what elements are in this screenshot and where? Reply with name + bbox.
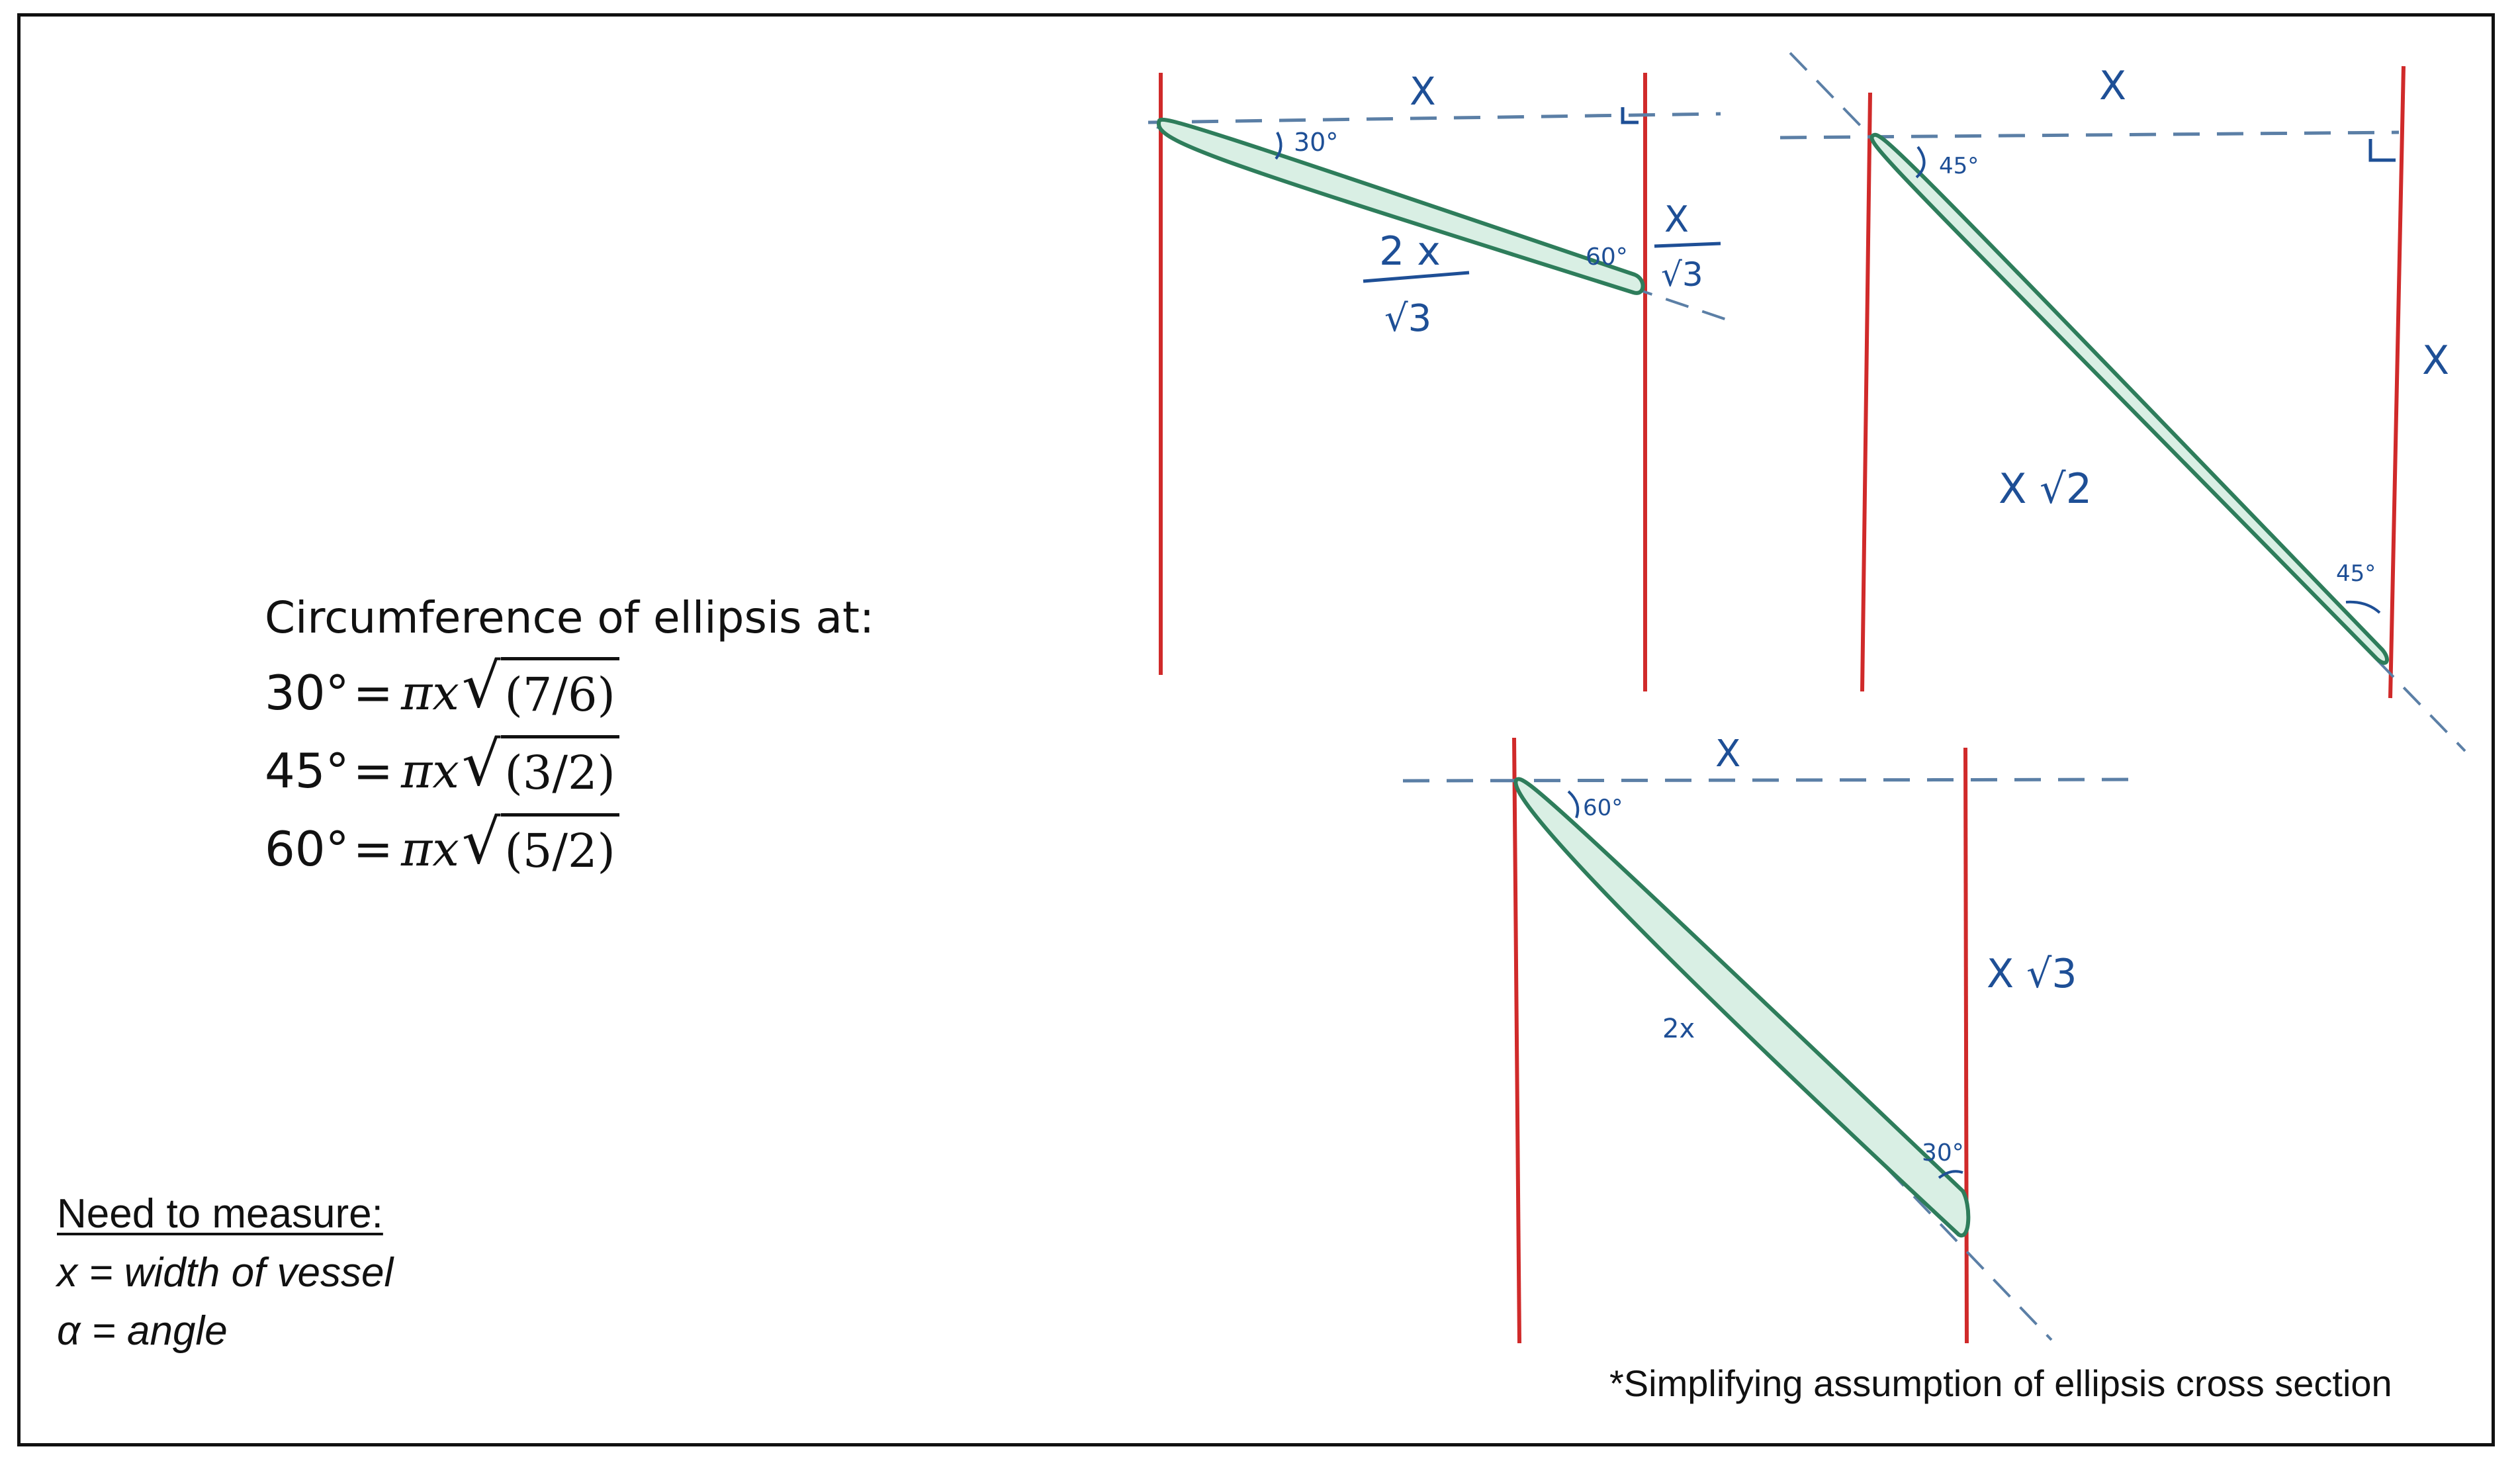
angle-arc [1275, 132, 1282, 160]
need-title: Need to measure: [57, 1191, 383, 1237]
label-hyp-numerator: 2 x [1379, 228, 1441, 275]
right-angle-mark [2368, 139, 2396, 162]
sqrt-sign: √ [461, 650, 501, 721]
diagram-45: X 45° 45° X √2 X [1779, 52, 2466, 752]
vessel-wall-left [1860, 92, 1872, 692]
radical: √(7/6) [461, 650, 619, 729]
ellipse-cross-section [1156, 117, 1645, 295]
right-angle-mark [1621, 107, 1639, 124]
label-side: X [2422, 337, 2449, 384]
label-angle-bottom: 45° [2336, 560, 2376, 587]
formula-angle: 60° [265, 821, 349, 877]
label-top-x: X [1410, 69, 1436, 114]
need-angle-line: α = angle [57, 1308, 228, 1354]
formula-equals: = [353, 665, 393, 721]
reference-dashed-line [1402, 777, 2135, 783]
circumference-formulas: Circumference of ellipsis at: 30° = πx √… [265, 582, 874, 888]
radical: √(5/2) [461, 806, 619, 885]
label-hypotenuse: 2x [1662, 1014, 1695, 1044]
formula-angle: 30° [265, 665, 349, 721]
label-angle-60: 60° [1586, 244, 1628, 271]
label-side-denominator: √3 [1661, 255, 1703, 294]
ellipse-cross-section [1513, 777, 1971, 1238]
radicand: (7/6) [500, 656, 619, 729]
label-top-x: X [2099, 63, 2126, 109]
radicand: (5/2) [500, 813, 619, 885]
label-angle-bottom: 30° [1922, 1139, 1964, 1167]
label-angle-top: 45° [1939, 153, 1979, 179]
radical: √(3/2) [461, 728, 619, 807]
diagram-30: X 30° 60° 2 x √3 X √3 [1148, 69, 1731, 691]
angle-arc [2345, 600, 2381, 614]
label-angle-top: 60° [1583, 795, 1623, 821]
formula-equals: = [353, 743, 393, 799]
sqrt-sign: √ [461, 728, 501, 799]
label-hyp-denominator: √3 [1384, 297, 1431, 340]
label-side-numerator: X [1664, 199, 1689, 240]
footnote: *Simplifying assumption of ellipsis cros… [1609, 1362, 2392, 1404]
sqrt-sign: √ [461, 806, 501, 877]
angle-arc [1567, 790, 1580, 819]
measurement-requirements: Need to measure: x = width of vessel α =… [57, 1184, 393, 1360]
ellipse-cross-section [1869, 132, 2389, 665]
formula-title: Circumference of ellipsis at: [265, 592, 875, 643]
formula-60: 60° = πx √(5/2) [265, 810, 874, 888]
formula-equals: = [353, 821, 393, 877]
slide-frame [17, 13, 2495, 1446]
formula-pi-x: πx [400, 743, 459, 799]
formula-angle: 45° [265, 743, 349, 799]
angle-arc [1915, 146, 1926, 179]
angle-arc [1938, 1170, 1963, 1179]
vessel-wall-right [1963, 747, 1969, 1344]
reference-dashed-line [1148, 112, 1721, 124]
need-width-line: x = width of vessel [57, 1250, 394, 1296]
diagram-60: X 60° 30° 2x X √3 [1402, 732, 2135, 1344]
formula-45: 45° = πx √(3/2) [265, 732, 874, 810]
label-top-x: X [1715, 732, 1740, 775]
label-side: X √3 [1987, 951, 2077, 997]
label-hypotenuse: X √2 [1999, 465, 2092, 513]
formula-pi-x: πx [400, 821, 459, 877]
fraction-bar [1654, 242, 1721, 248]
vessel-wall-left [1512, 737, 1521, 1344]
formula-pi-x: πx [400, 665, 459, 721]
vessel-wall-right [2388, 66, 2406, 699]
formula-30: 30° = πx √(7/6) [265, 654, 874, 732]
fraction-bar [1363, 271, 1470, 283]
radicand: (3/2) [500, 734, 619, 807]
label-angle-30: 30° [1294, 128, 1338, 157]
